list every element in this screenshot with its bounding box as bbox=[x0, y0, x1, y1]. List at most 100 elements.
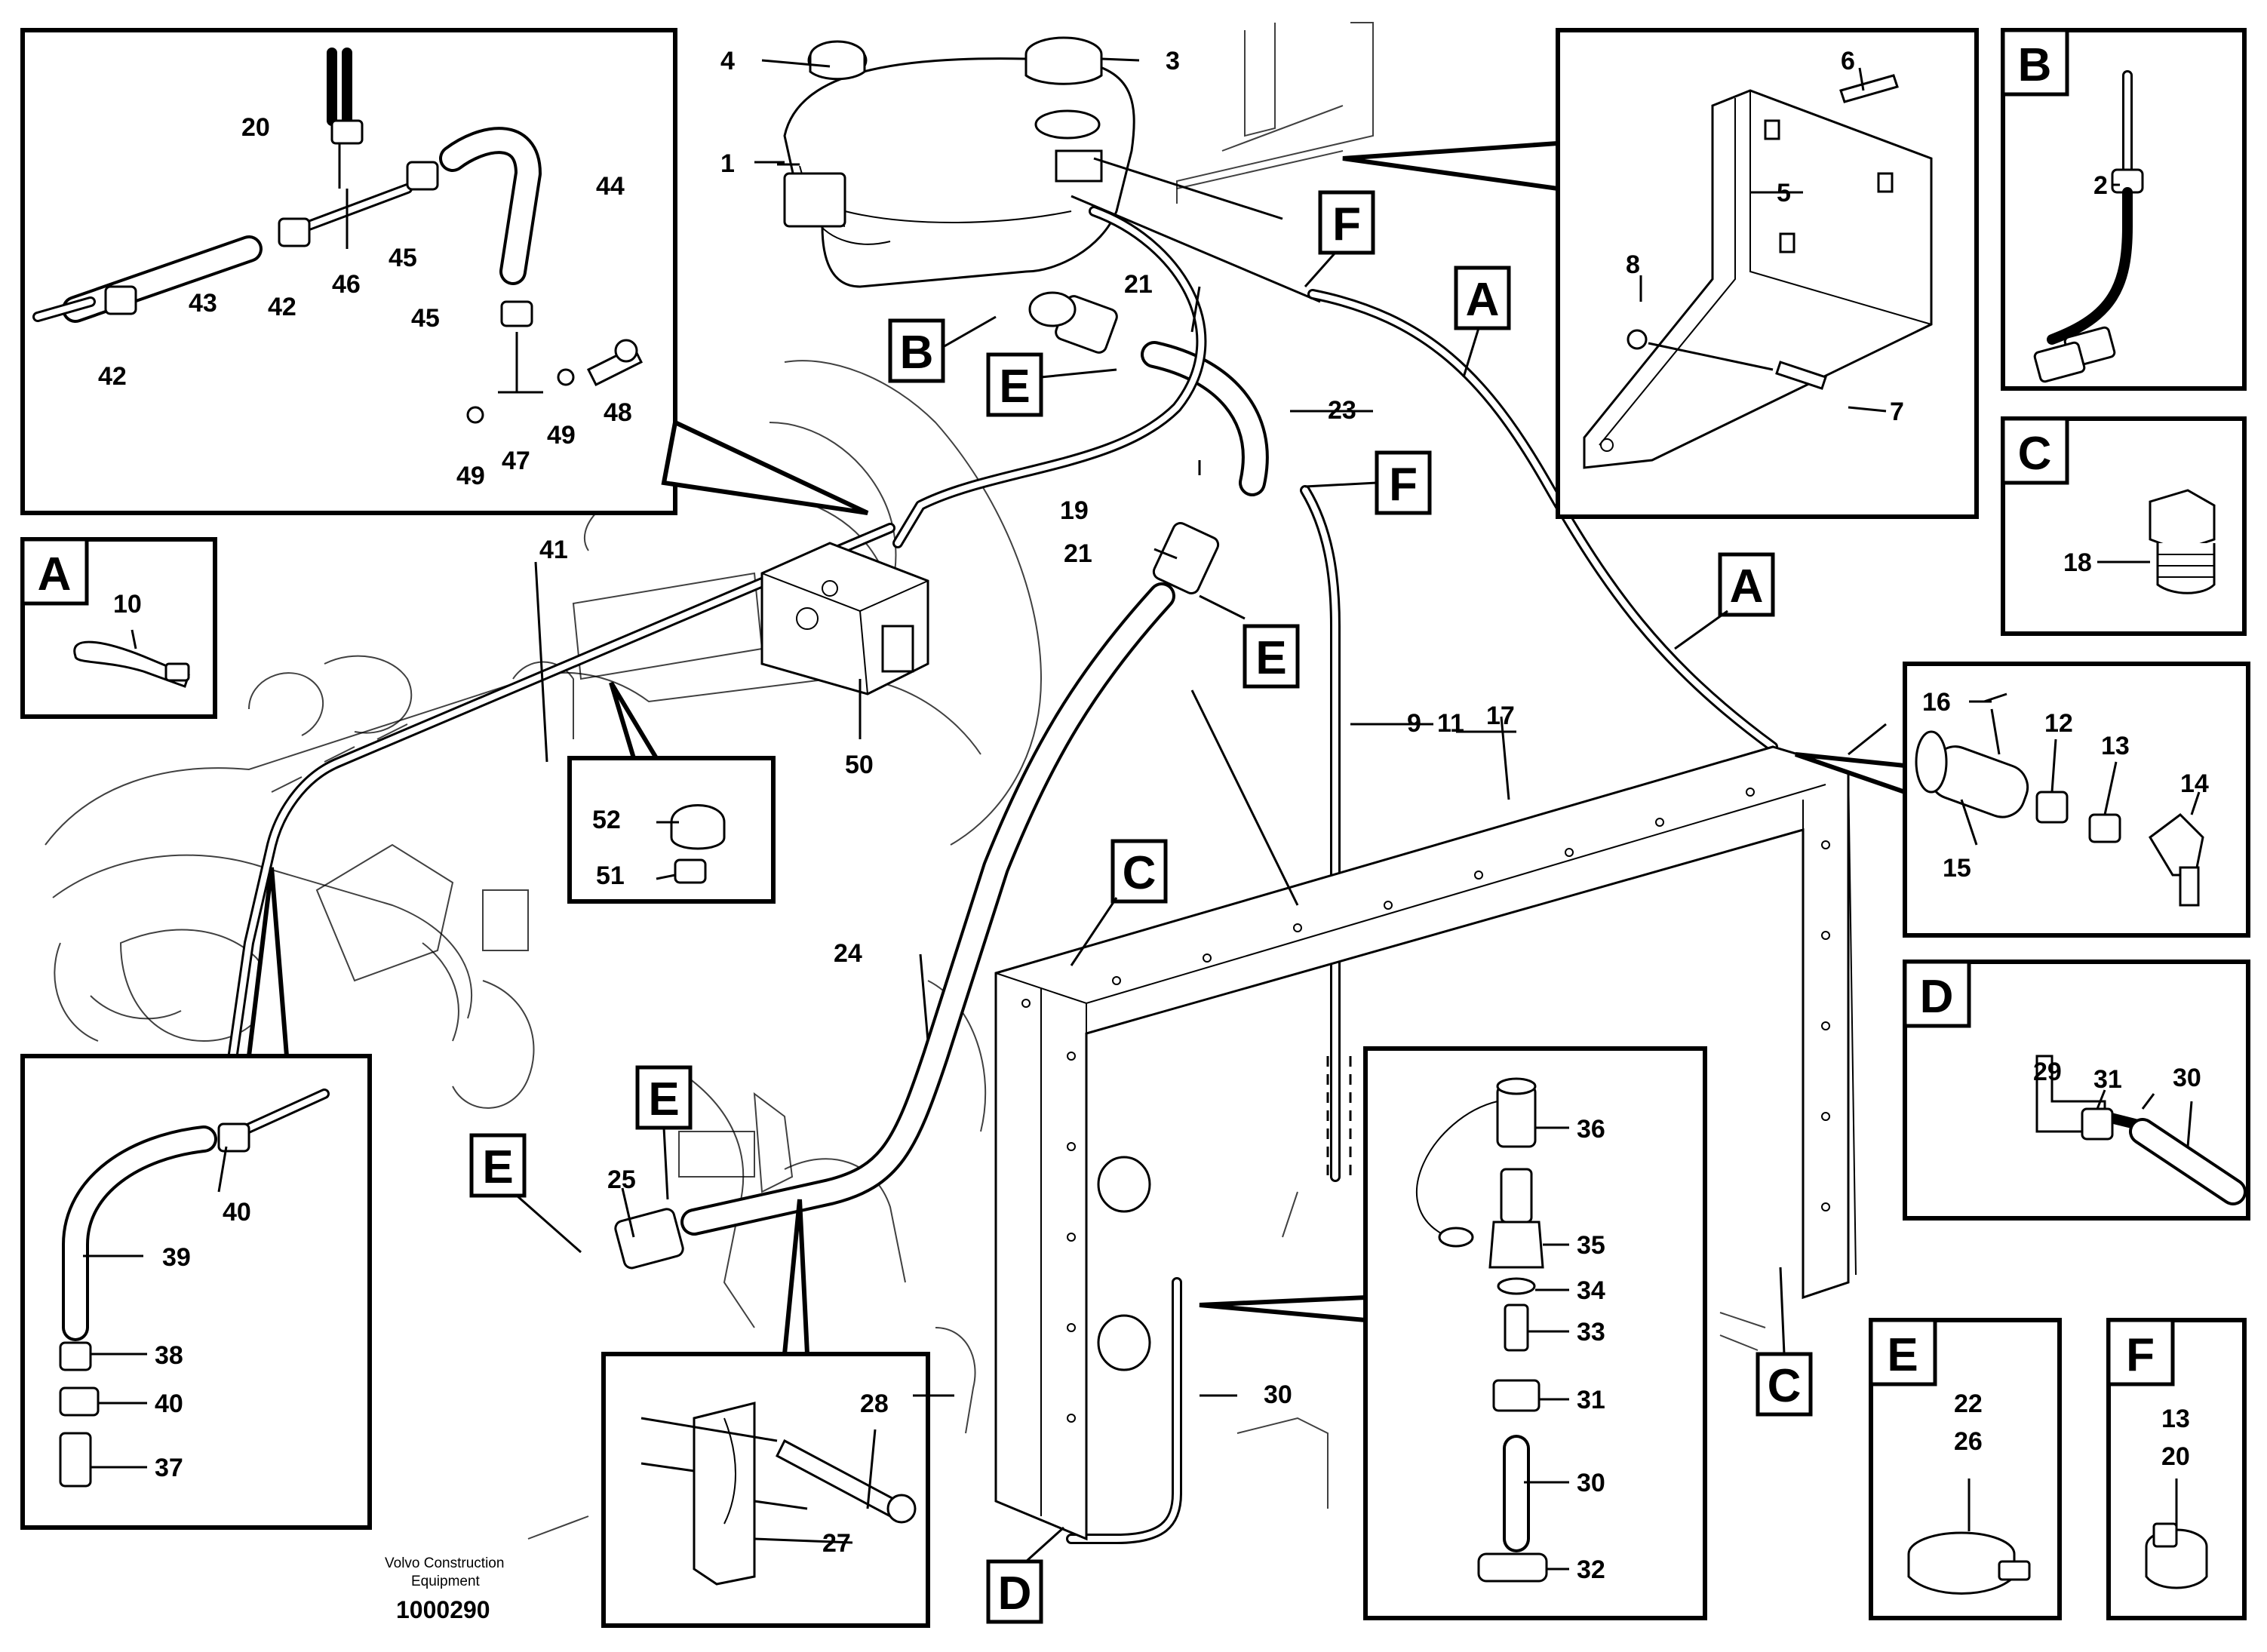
company-line2: Equipment bbox=[411, 1574, 481, 1589]
ref-b: B bbox=[900, 327, 934, 379]
num-47: 47 bbox=[502, 447, 530, 475]
num-31-c: 31 bbox=[1577, 1386, 1605, 1414]
num-1: 1 bbox=[720, 149, 735, 178]
filler-cap bbox=[1024, 36, 1103, 85]
title-box-c bbox=[2001, 416, 2069, 485]
inset-tank-hose-pointer bbox=[661, 419, 869, 515]
title-e: E bbox=[1887, 1329, 1918, 1381]
num-20: 20 bbox=[241, 113, 270, 142]
num-8: 8 bbox=[1626, 250, 1640, 279]
num-39: 39 bbox=[162, 1243, 191, 1272]
num-46: 46 bbox=[332, 270, 361, 299]
ref-e-top: E bbox=[999, 361, 1030, 413]
leader-lines bbox=[83, 57, 2201, 1571]
num-42-left: 42 bbox=[98, 362, 127, 391]
inset-coupling bbox=[1363, 1046, 1707, 1620]
title-box-b bbox=[2001, 28, 2069, 97]
num-5: 5 bbox=[1777, 179, 1791, 207]
num-30-c: 30 bbox=[1577, 1469, 1605, 1497]
inset-c-parts bbox=[2149, 489, 2216, 594]
ref-box-a-top bbox=[1454, 266, 1511, 330]
num-13: 13 bbox=[2101, 732, 2130, 760]
inset-bracket-pointer bbox=[1342, 140, 1560, 192]
inset-drain-pointer bbox=[1795, 752, 1907, 796]
num-12: 12 bbox=[2044, 709, 2073, 738]
inset-hose-39-pointer bbox=[246, 867, 290, 1058]
num-51: 51 bbox=[596, 861, 625, 890]
inset-tank-hose-parts bbox=[32, 48, 644, 424]
ref-box-d bbox=[986, 1559, 1043, 1624]
num-14: 14 bbox=[2180, 769, 2209, 798]
num-16: 16 bbox=[1922, 688, 1951, 717]
engine-background bbox=[45, 22, 1766, 1540]
title-a: A bbox=[38, 548, 72, 600]
num-27: 27 bbox=[822, 1529, 851, 1558]
num-43: 43 bbox=[189, 289, 217, 318]
num-24: 24 bbox=[834, 939, 862, 968]
inset-clip-parts bbox=[670, 804, 726, 884]
num-20-f: 20 bbox=[2161, 1442, 2190, 1471]
ref-e-bottom: E bbox=[482, 1141, 513, 1193]
ref-box-e-left bbox=[635, 1065, 693, 1130]
num-45-top: 45 bbox=[389, 244, 417, 272]
ref-box-e-top bbox=[986, 352, 1043, 417]
num-2: 2 bbox=[2093, 171, 2108, 200]
ref-box-f-top bbox=[1318, 190, 1375, 255]
company-line1: Volvo Construction bbox=[385, 1555, 504, 1571]
radiator-frame bbox=[994, 745, 1857, 1541]
inset-d-parts bbox=[2035, 1055, 2247, 1205]
num-21-mid: 21 bbox=[1064, 539, 1092, 568]
inset-clip-pointer bbox=[609, 681, 661, 760]
title-f: F bbox=[2126, 1329, 2155, 1381]
num-17: 17 bbox=[1486, 702, 1515, 730]
hoses bbox=[221, 157, 1778, 1544]
title-c: C bbox=[2018, 428, 2052, 480]
ref-box-c-left bbox=[1110, 839, 1168, 904]
num-42-mid: 42 bbox=[268, 293, 296, 321]
footer: Volvo Construction Equipment 1000290 bbox=[385, 1555, 504, 1623]
sensor-cap bbox=[809, 40, 866, 81]
ref-f-mid: F bbox=[1389, 459, 1418, 511]
inset-f-parts bbox=[2145, 1522, 2208, 1589]
num-30-d: 30 bbox=[2173, 1064, 2201, 1092]
num-22: 22 bbox=[1954, 1389, 1983, 1418]
num-49-right: 49 bbox=[547, 421, 576, 450]
num-34: 34 bbox=[1577, 1276, 1605, 1305]
ref-box-e-bottom bbox=[469, 1133, 527, 1198]
num-52: 52 bbox=[592, 806, 621, 834]
num-40-low: 40 bbox=[155, 1389, 183, 1418]
num-31-d: 31 bbox=[2093, 1065, 2122, 1094]
inset-e-parts bbox=[1907, 1531, 2031, 1595]
title-d: D bbox=[1920, 971, 1954, 1023]
ref-a-mid: A bbox=[1730, 560, 1764, 613]
ref-d: D bbox=[998, 1568, 1032, 1620]
num-25: 25 bbox=[607, 1165, 636, 1194]
num-10: 10 bbox=[113, 590, 142, 619]
num-35: 35 bbox=[1577, 1231, 1605, 1260]
inset-coupling-parts bbox=[1416, 1077, 1548, 1583]
num-4: 4 bbox=[720, 47, 735, 75]
letter-refs: F A B E F A E C E E C D A bbox=[20, 28, 2175, 1624]
num-13-f: 13 bbox=[2161, 1405, 2190, 1433]
title-box-d bbox=[1903, 960, 1971, 1028]
title-box-a bbox=[20, 537, 89, 606]
drawing-number: 1000290 bbox=[396, 1596, 490, 1623]
thermostat-housing bbox=[760, 542, 929, 695]
num-21-top: 21 bbox=[1124, 270, 1153, 299]
ref-box-e-mid bbox=[1243, 624, 1300, 689]
num-49-left: 49 bbox=[456, 462, 485, 490]
num-6: 6 bbox=[1841, 47, 1855, 75]
num-37: 37 bbox=[155, 1454, 183, 1482]
inset-coupling-pointer bbox=[1199, 1294, 1368, 1323]
title-b: B bbox=[2018, 39, 2052, 91]
part-numbers: 4 3 1 21 23 19 21 41 50 11 9 17 24 25 30… bbox=[98, 47, 2209, 1584]
inset-bracket-27-pointer bbox=[782, 1199, 810, 1356]
num-19: 19 bbox=[1060, 496, 1089, 525]
inset-bracket-parts bbox=[1583, 74, 1933, 469]
ref-e-left: E bbox=[648, 1073, 679, 1125]
num-7: 7 bbox=[1890, 398, 1904, 426]
ref-box-a-mid bbox=[1718, 552, 1775, 617]
num-32: 32 bbox=[1577, 1555, 1605, 1584]
ref-a-top: A bbox=[1466, 274, 1500, 326]
